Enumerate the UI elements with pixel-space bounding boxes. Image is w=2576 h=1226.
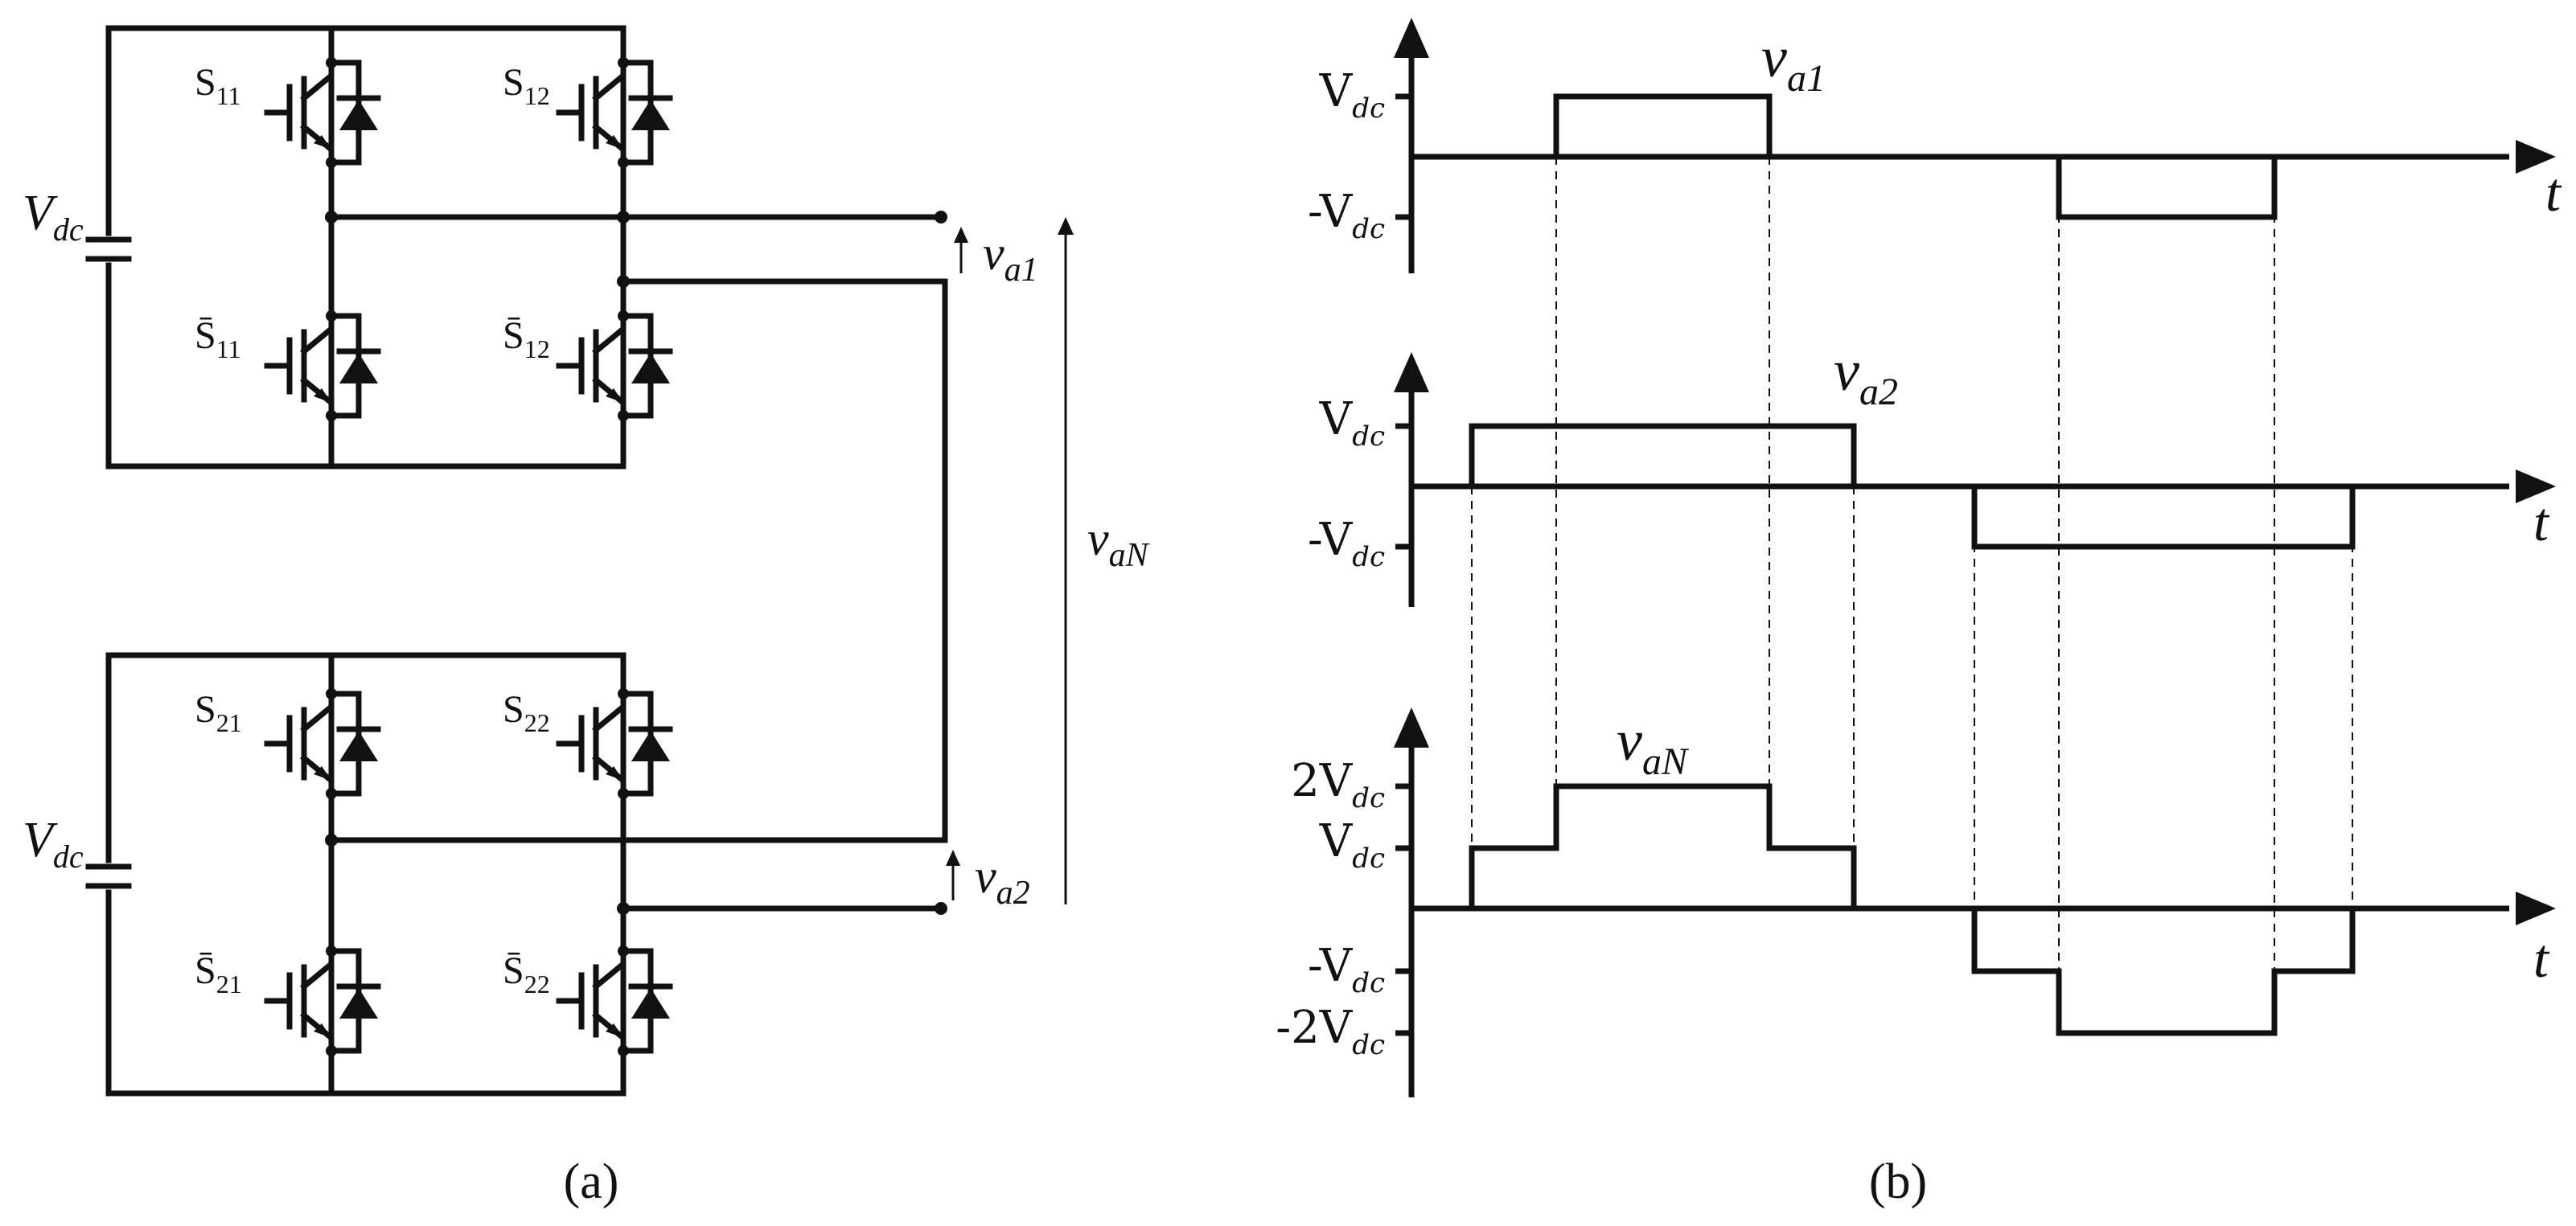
va1-tick-neg-vdc: -Vdc: [1308, 186, 1385, 245]
switch-label-s22: S22: [503, 688, 550, 737]
switch-label-s21-bar: S̄21: [195, 949, 242, 998]
va2-positive-pulse: [1469, 423, 1857, 486]
caption-b: (b): [1869, 1154, 1927, 1209]
va2-tick-vdc: Vdc: [1319, 393, 1385, 453]
waveform-diagram: Vdc -Vdc va1 t Vdc -Vdc va2 t: [1276, 18, 2562, 1209]
vaN-title: vaN: [1617, 708, 1690, 783]
vaN-arrow: [1058, 217, 1074, 904]
switch-label-s22-bar: S̄22: [503, 949, 550, 998]
switch-label-s11: S11: [195, 61, 241, 110]
vaN-time-label: t: [2533, 928, 2550, 989]
upper-h-bridge: [85, 25, 948, 843]
va2-label: va2: [975, 850, 1030, 912]
alignment-dashes: [1471, 157, 2353, 973]
vaN-tick-2vdc: 2Vdc: [1291, 755, 1385, 814]
va1-negative-pulse: [2056, 157, 2278, 220]
vaN-tick-neg-vdc: -Vdc: [1308, 940, 1385, 999]
va1-time-label: t: [2545, 162, 2562, 223]
va2-terminal-bottom: [935, 902, 947, 915]
va1-title: va1: [1761, 25, 1826, 100]
va1-label: va1: [983, 227, 1038, 289]
va1-positive-pulse: [1553, 93, 1773, 157]
plot-vaN: 2Vdc Vdc -Vdc -2Vdc vaN t: [1276, 707, 2556, 1097]
vaN-label: vaN: [1087, 512, 1150, 574]
circuit-diagram: Vdc Vdc S11 S12 S̄11 S̄12 S21 S22 S̄21 S…: [23, 25, 1150, 1209]
vaN-negative-staircase: [1971, 908, 2356, 1036]
plot-va1: Vdc -Vdc va1 t: [1308, 18, 2562, 273]
va2-negative-pulse: [1971, 486, 2356, 550]
va2-tick-neg-vdc: -Vdc: [1308, 514, 1385, 573]
lower-h-bridge: [85, 652, 947, 1097]
caption-a: (a): [564, 1154, 619, 1209]
plot-va2: Vdc -Vdc va2 t: [1308, 338, 2556, 607]
va1-tick-vdc: Vdc: [1319, 65, 1385, 125]
switch-label-s12-bar: S̄12: [503, 314, 550, 363]
upper-dc-source-label: Vdc: [23, 186, 84, 248]
switch-label-s21: S21: [195, 688, 242, 737]
va2-arrow: [946, 850, 960, 900]
vaN-tick-neg-2vdc: -2Vdc: [1276, 1002, 1385, 1061]
switch-label-s11-bar: S̄11: [195, 314, 241, 363]
va1-arrow: [954, 227, 968, 273]
va2-time-label: t: [2533, 491, 2550, 552]
lower-dc-source-label: Vdc: [23, 813, 84, 875]
switch-label-s12: S12: [503, 61, 550, 110]
vaN-tick-vdc: Vdc: [1319, 815, 1385, 875]
va1-terminal-top: [935, 211, 947, 223]
vaN-positive-staircase: [1469, 783, 1857, 908]
va2-title: va2: [1834, 338, 1898, 413]
